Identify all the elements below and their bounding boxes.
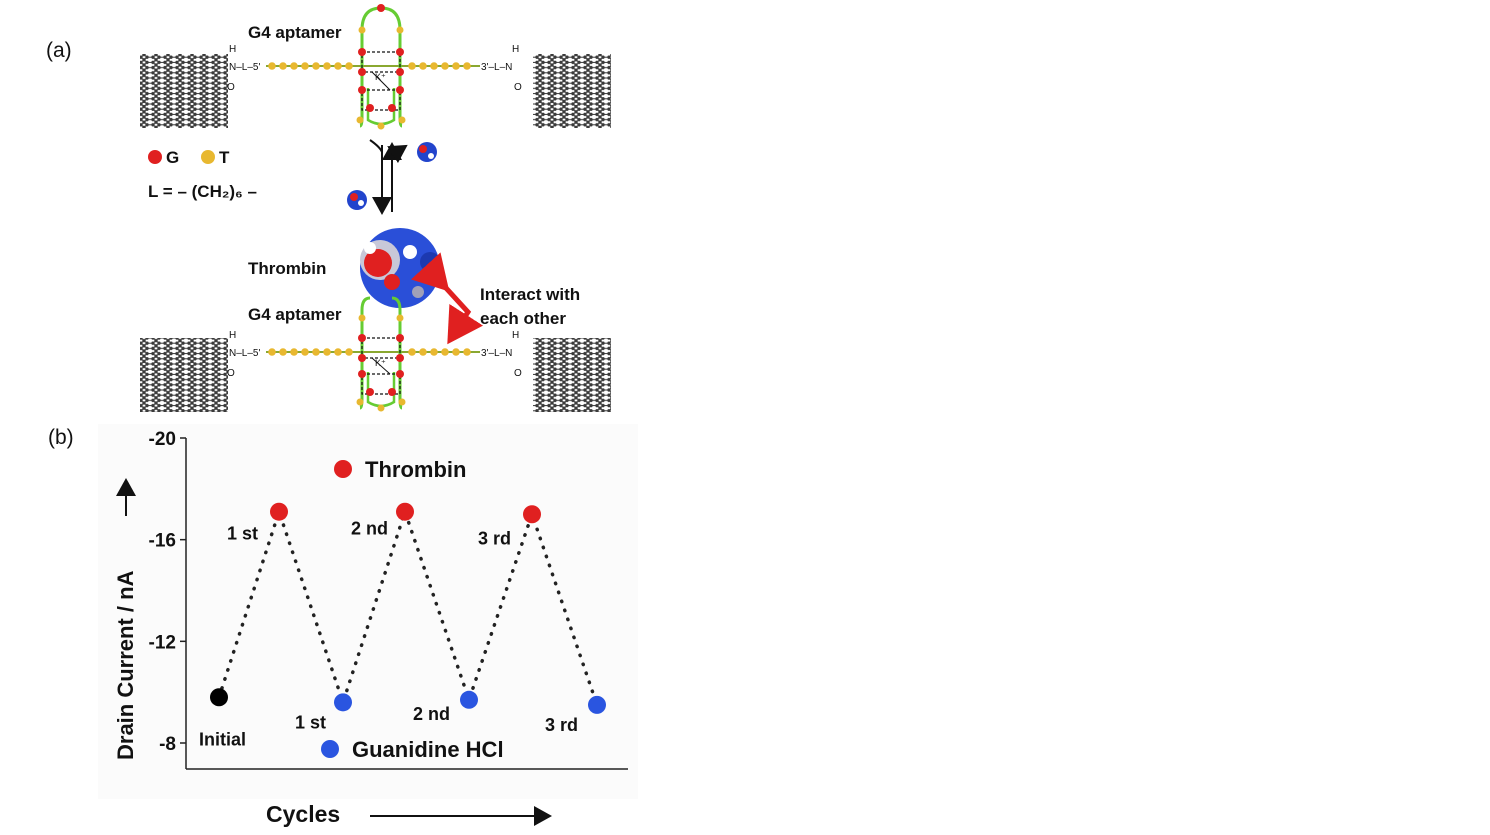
data-label: 1 st: [295, 712, 326, 732]
bottom-assembly: H N–L–5' O H 3'–L–N O K⁺ G4 aptamer: [140, 296, 611, 412]
legend-label: Guanidine HCl: [352, 737, 504, 762]
y-tick-label: -16: [149, 531, 176, 552]
o-atom-left-bottom: O: [227, 368, 235, 379]
data-label: 2 nd: [413, 704, 450, 724]
x-axis-label: Cycles: [266, 801, 340, 827]
t-bead: [441, 348, 449, 356]
t-bead: [419, 348, 427, 356]
legend-marker: [334, 460, 352, 478]
t-bead: [452, 62, 460, 70]
g4-aptamer-label-bottom: G4 aptamer: [248, 305, 342, 324]
t-bead: [301, 62, 309, 70]
t-bead: [323, 348, 331, 356]
t-bead: [323, 62, 331, 70]
o-atom-right-bottom: O: [514, 368, 522, 379]
t-bead: [452, 348, 460, 356]
t-bead: [334, 348, 342, 356]
data-label: Initial: [199, 729, 246, 749]
g-quadruplex-bottom: K⁺: [356, 296, 406, 412]
t-bead: [430, 62, 438, 70]
thrombin-protein: [360, 228, 440, 308]
t-beads-top: [268, 62, 471, 70]
interaction-arrow: [410, 252, 484, 345]
linker-definition: L = – (CH₂)₆ –: [148, 182, 257, 201]
legend-g-label: G: [166, 148, 179, 167]
t-bead: [268, 348, 276, 356]
right-end-label-bottom: 3'–L–N: [481, 348, 512, 359]
k-ion-bottom: K⁺: [375, 358, 386, 368]
t-bead: [312, 62, 320, 70]
data-label: 3 rd: [478, 528, 511, 548]
data-point-guanidine-hcl: [460, 690, 478, 709]
data-point-initial: [210, 688, 228, 707]
t-bead: [408, 62, 416, 70]
y-tick-label: -8: [159, 734, 176, 755]
thrombin-small-released: [417, 142, 437, 162]
t-bead: [279, 348, 287, 356]
t-bead: [345, 348, 353, 356]
t-bead: [441, 62, 449, 70]
data-point-thrombin: [396, 502, 414, 521]
legend-g: G: [148, 148, 179, 167]
left-end-label-bottom: N–L–5': [229, 348, 260, 359]
y-axis-label: Drain Current / nA: [113, 570, 138, 760]
h-atom-right-top: H: [512, 44, 519, 55]
right-nanotube-top: [533, 54, 611, 128]
t-bead: [279, 62, 287, 70]
o-atom-right-top: O: [514, 82, 522, 93]
left-nanotube-bottom: [140, 338, 228, 412]
chart-background: [98, 424, 638, 799]
g4-aptamer-label-top: G4 aptamer: [248, 23, 342, 42]
t-bead: [419, 62, 427, 70]
equilibrium-arrows: [369, 139, 408, 215]
data-point-guanidine-hcl: [334, 693, 352, 712]
t-bead: [290, 62, 298, 70]
data-point-thrombin: [523, 505, 541, 524]
data-point-guanidine-hcl: [588, 695, 606, 714]
t-bead: [430, 348, 438, 356]
interact-label-line1: Interact with: [480, 285, 580, 304]
thrombin-label: Thrombin: [248, 259, 326, 278]
t-bead: [463, 348, 471, 356]
panel-b-label: (b): [48, 426, 74, 449]
data-label: 2 nd: [351, 519, 388, 539]
data-label: 1 st: [227, 524, 258, 544]
t-bead: [268, 62, 276, 70]
h-atom-left-bottom: H: [229, 330, 236, 341]
g-quadruplex-top: K⁺: [356, 4, 406, 130]
data-point-thrombin: [270, 502, 288, 521]
legend-t-label: T: [219, 148, 230, 167]
t-bead: [345, 62, 353, 70]
y-tick-label: -20: [149, 429, 176, 450]
o-atom-left-top: O: [227, 82, 235, 93]
t-bead: [301, 348, 309, 356]
top-assembly: H N–L–5' O H 3'–L–N O K⁺ G4 aptamer: [140, 4, 611, 130]
left-end-label-top: N–L–5': [229, 62, 260, 73]
legend-t: T: [201, 148, 230, 167]
interact-label-line2: each other: [480, 309, 566, 328]
h-atom-right-bottom: H: [512, 330, 519, 341]
t-bead: [312, 348, 320, 356]
right-end-label-top: 3'–L–N: [481, 62, 512, 73]
right-nanotube-bottom: [533, 338, 611, 412]
t-bead: [463, 62, 471, 70]
data-label: 3 rd: [545, 715, 578, 735]
y-tick-label: -12: [149, 632, 176, 653]
legend-label: Thrombin: [365, 457, 466, 482]
t-beads-bottom: [268, 348, 471, 356]
legend-marker: [321, 740, 339, 758]
left-nanotube-top: [140, 54, 228, 128]
thrombin-small-incoming: [347, 190, 367, 210]
h-atom-left-top: H: [229, 44, 236, 55]
t-bead: [334, 62, 342, 70]
panel-a-label: (a): [46, 39, 72, 62]
t-bead: [290, 348, 298, 356]
t-bead: [408, 348, 416, 356]
k-ion-top: K⁺: [375, 72, 386, 82]
drain-current-chart: -20 -16 -12 -8 Drain Current / nA Cycles Initi…: [113, 429, 628, 827]
